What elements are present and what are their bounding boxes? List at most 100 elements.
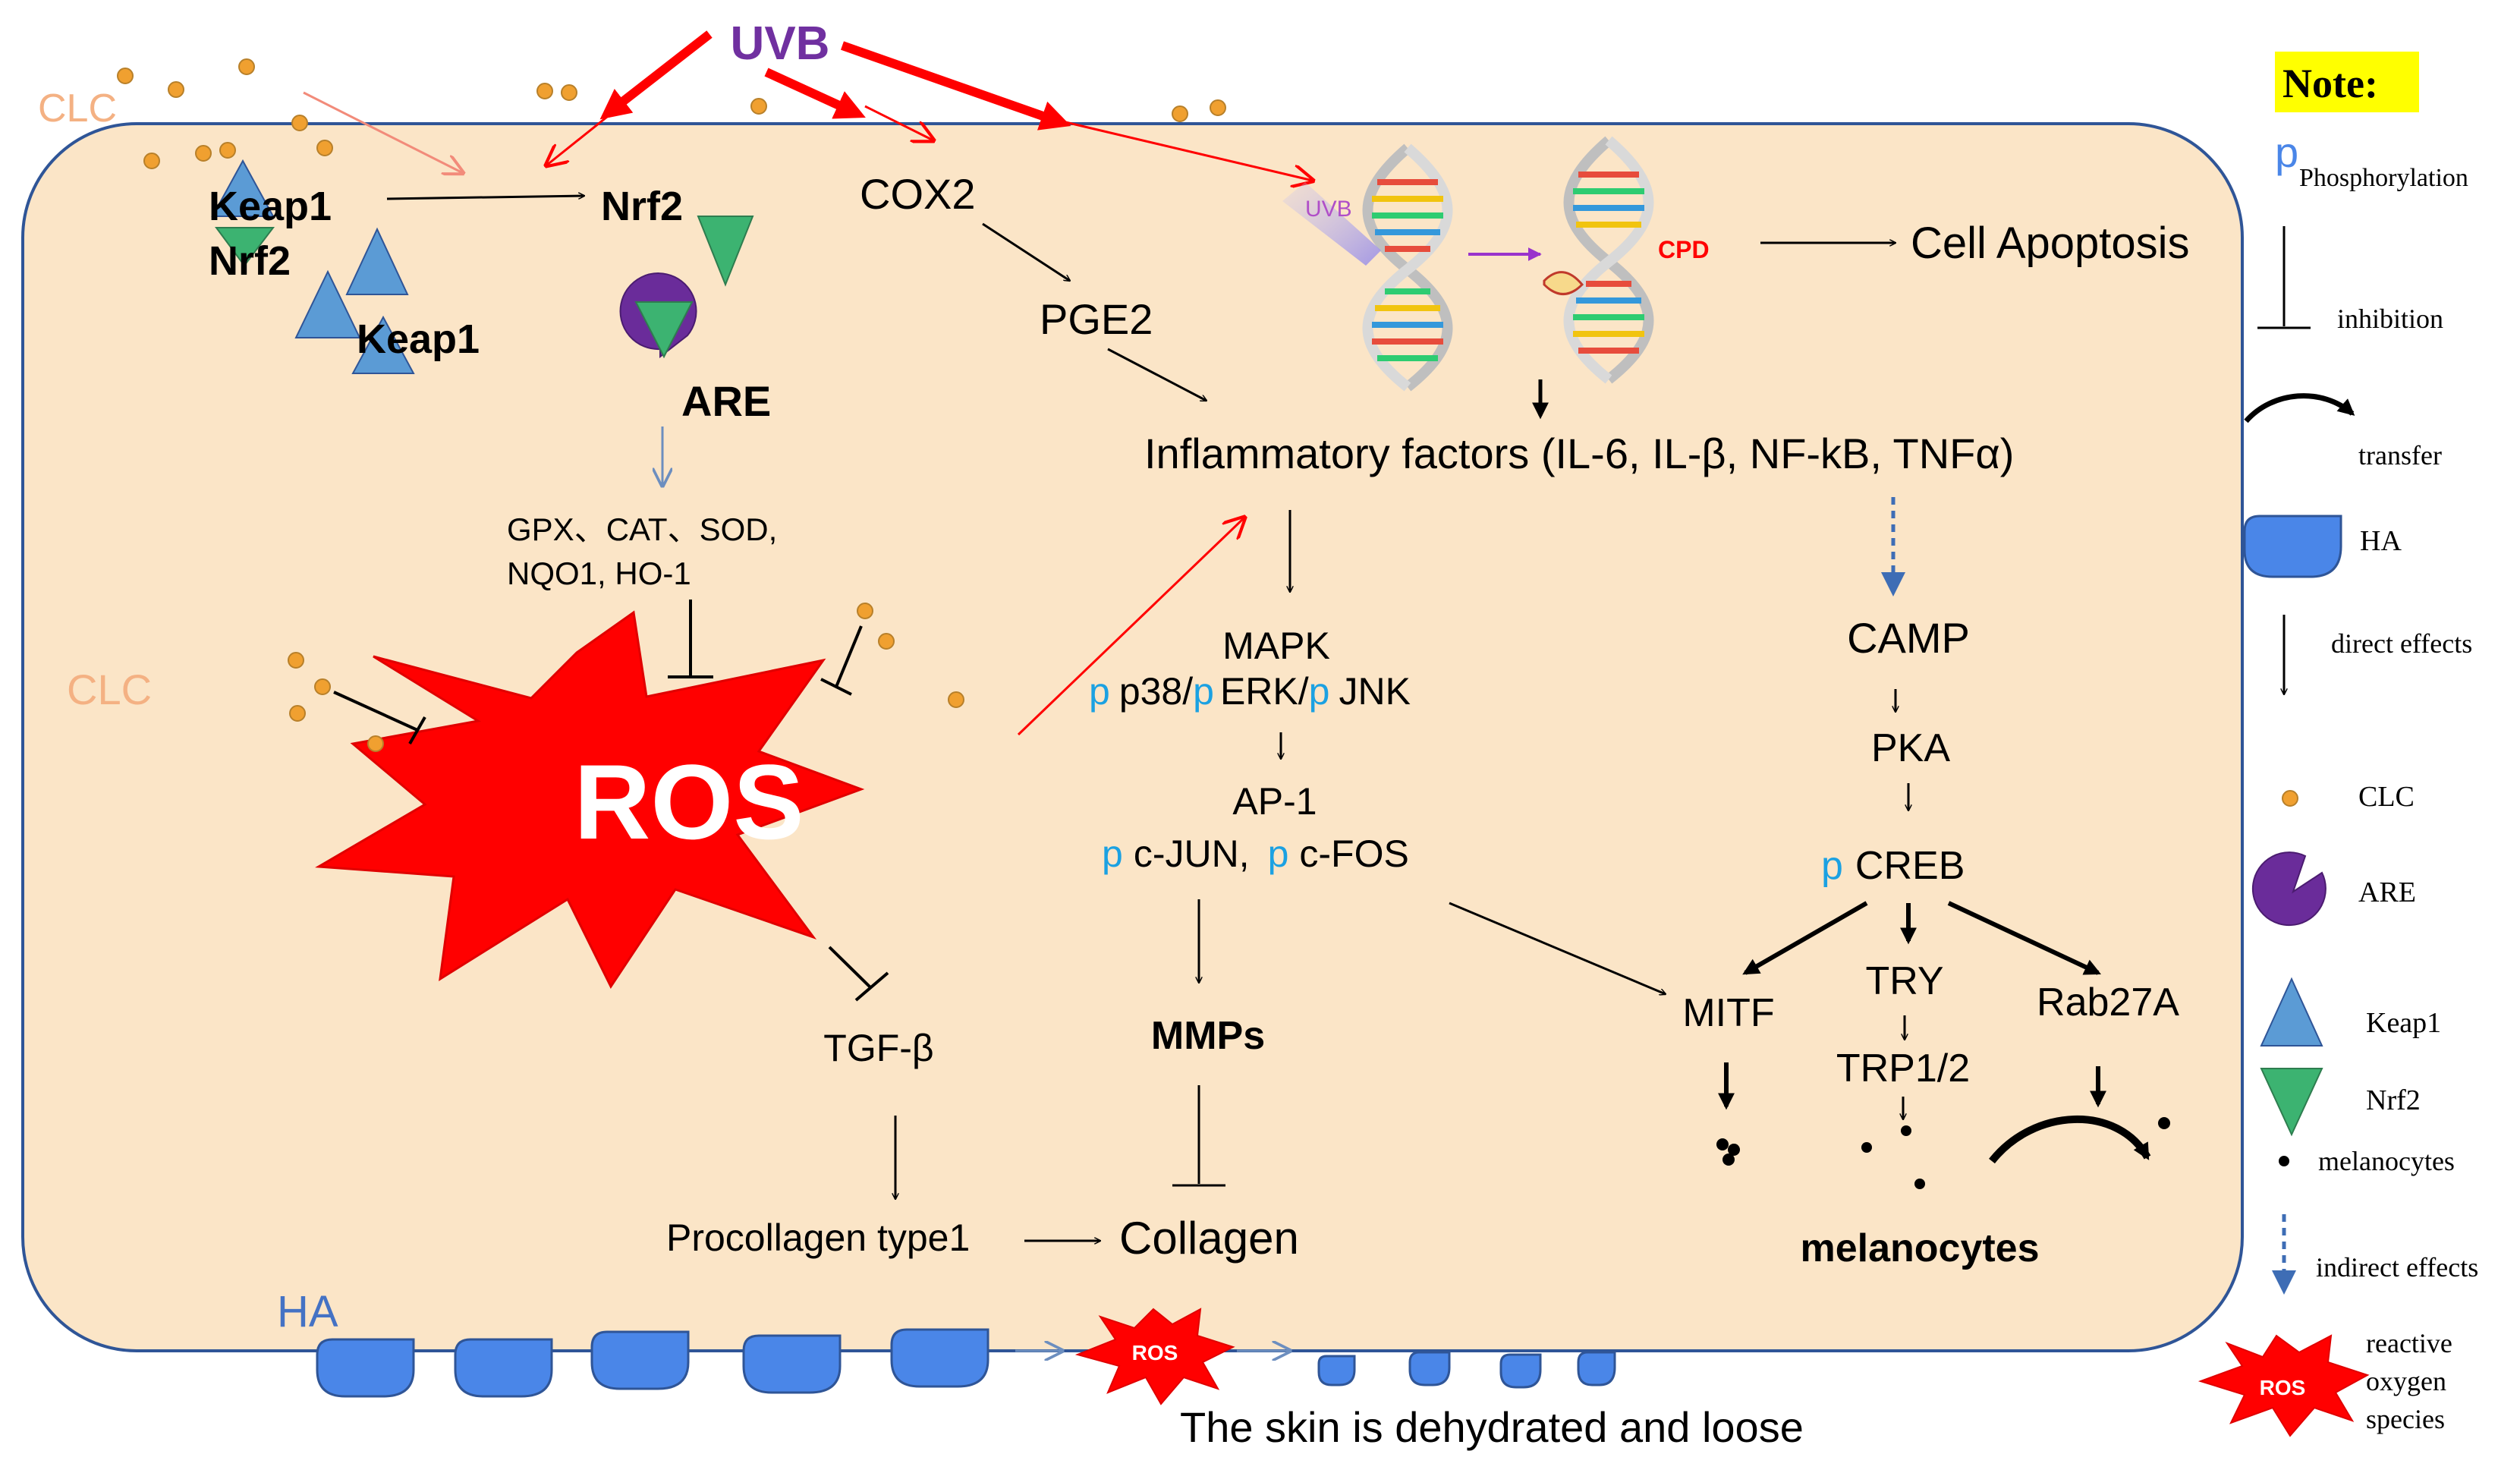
keap1-triangle	[294, 269, 361, 338]
legend-ros-line1: reactive	[2366, 1328, 2452, 1358]
cox2-label: COX2	[860, 170, 976, 218]
inhibit-ros-tgf-line	[828, 946, 873, 990]
legend-ha-icon	[2243, 515, 2342, 578]
uvb-thin-arrow-dna	[1062, 120, 1313, 181]
melanocyte-dot	[2158, 1117, 2170, 1129]
clc-inhibit-ros-right-bar	[820, 678, 852, 696]
clc-inhibit-ros-left-bar	[408, 716, 426, 744]
dna-strand	[1362, 143, 1453, 392]
ros-small-starburst	[1074, 1308, 1235, 1405]
uvb-arrow-cox2	[764, 68, 866, 119]
legend-ros-line2: oxygen	[2366, 1366, 2446, 1396]
inhibit-ros-tgf	[828, 946, 889, 1002]
clc-dot	[238, 58, 255, 75]
cpd-label: CPD	[1658, 236, 1710, 263]
uvb-thin-arrows	[303, 91, 1313, 181]
nrf2-triangle	[215, 227, 275, 267]
uvb-label: UVB	[731, 17, 830, 70]
cfos-label: c-FOS	[1299, 832, 1408, 875]
p-marker: p	[1268, 832, 1289, 875]
legend-transfer: transfer	[2358, 440, 2442, 471]
nrf2-free-label: Nrf2	[601, 184, 683, 229]
bottom-caption: The skin is dehydrated and loose	[1180, 1403, 1804, 1451]
uvb-arrow-dna	[841, 41, 1071, 131]
melanocytes-label: melanocytes	[1800, 1226, 2039, 1270]
melanocyte-dots	[1716, 1117, 2170, 1189]
p38-label: p38/	[1119, 670, 1193, 713]
creb-label: p CREB	[1821, 844, 1965, 888]
inflammatory-factors-label: Inflammatory factors (IL-6, IL-β, NF-kB,…	[1144, 430, 2014, 477]
uvb-thin-arrow-cox2	[864, 105, 933, 140]
pka-label: PKA	[1871, 726, 1950, 770]
ha-shape	[1577, 1351, 1616, 1386]
creb-text: CREB	[1855, 844, 1965, 888]
ros-small-label: ROS	[1132, 1341, 1178, 1364]
clc-dot	[219, 142, 236, 159]
antioxidants-line1: GPX、CAT、SOD,	[507, 511, 777, 547]
p-marker: p	[1821, 844, 1843, 888]
clc-dot	[1172, 105, 1188, 122]
arrow-pge2-inflammation	[1107, 348, 1207, 402]
legend-ros-line3: species	[2366, 1404, 2445, 1434]
ap1-label: AP-1	[1232, 780, 1317, 823]
uvb-small-label: UVB	[1305, 197, 1352, 222]
nrf2-free-triangle	[697, 216, 754, 287]
dna-base-pairs	[1372, 179, 1443, 361]
clc-dots-mid	[288, 603, 964, 752]
camp-label: CAMP	[1847, 614, 1970, 662]
legend-are: ARE	[2358, 877, 2416, 908]
legend-p-symbol: p	[2275, 128, 2298, 176]
mitf-label: MITF	[1682, 991, 1774, 1035]
arrow-ap1-mitf	[1449, 902, 1666, 994]
legend-nrf2-icon	[2260, 1068, 2323, 1137]
dna-base-pairs	[1573, 172, 1644, 354]
legend-keap1: Keap1	[2366, 1007, 2441, 1039]
clc-inhibit-ros	[333, 625, 863, 744]
ha-molecules-small	[1317, 1351, 1616, 1389]
keap1-triangle	[351, 315, 415, 374]
clc-inhibit-ros-left-line	[333, 691, 418, 732]
clc-dot	[288, 652, 304, 669]
are-nrf2-binding	[619, 272, 697, 359]
collagen-label: Collagen	[1119, 1213, 1299, 1264]
legend-clc: CLC	[2358, 781, 2415, 813]
ros-starburst	[315, 610, 865, 989]
arrow-creb-mitf	[1742, 901, 1868, 975]
dna-helix-damaged	[1543, 136, 1654, 384]
p-marker: p	[1193, 670, 1214, 713]
clc-dot	[536, 83, 553, 99]
jnk-label: JNK	[1339, 670, 1410, 713]
arrow-cox2-pge2	[982, 222, 1070, 281]
clc-dot	[857, 603, 873, 619]
clc-top-label: CLC	[38, 87, 117, 131]
clc-dot	[367, 735, 384, 752]
nrf2-bound-triangle	[634, 301, 694, 359]
p-marker: p	[1309, 670, 1330, 713]
rab27a-label: Rab27A	[2037, 980, 2179, 1024]
uvb-thin-arrow-nrf2	[546, 97, 631, 165]
keap-nrf2-complex	[211, 159, 415, 374]
mapk-label: MAPK	[1222, 625, 1330, 667]
legend-are-icon	[2251, 851, 2327, 927]
legend-ros-icon	[2198, 1334, 2370, 1437]
clc-dot	[878, 633, 895, 650]
mmps-label: MMPs	[1151, 1014, 1265, 1058]
clc-dot	[195, 145, 212, 162]
melanocyte-dot	[1722, 1154, 1735, 1166]
tgf-beta-label: TGF-β	[823, 1027, 933, 1069]
inhibit-mmps-collagen	[1172, 1085, 1225, 1187]
inhibit-antioxidants-ros	[668, 600, 713, 678]
legend-indirect: indirect effects	[2316, 1252, 2478, 1283]
dna-helix-intact	[1362, 143, 1453, 392]
pge2-label: PGE2	[1040, 295, 1153, 343]
cjun-label: c-JUN,	[1134, 832, 1250, 875]
clc-dot	[289, 705, 306, 722]
ha-shape	[316, 1338, 415, 1398]
legend-nrf2: Nrf2	[2366, 1084, 2421, 1116]
legend-transfer-icon	[2244, 393, 2355, 423]
antioxidants-line2: NQO1, HO-1	[507, 556, 691, 591]
clc-dot	[143, 153, 160, 169]
ha-shape	[1408, 1351, 1451, 1386]
legend-note-highlight	[2275, 52, 2419, 112]
